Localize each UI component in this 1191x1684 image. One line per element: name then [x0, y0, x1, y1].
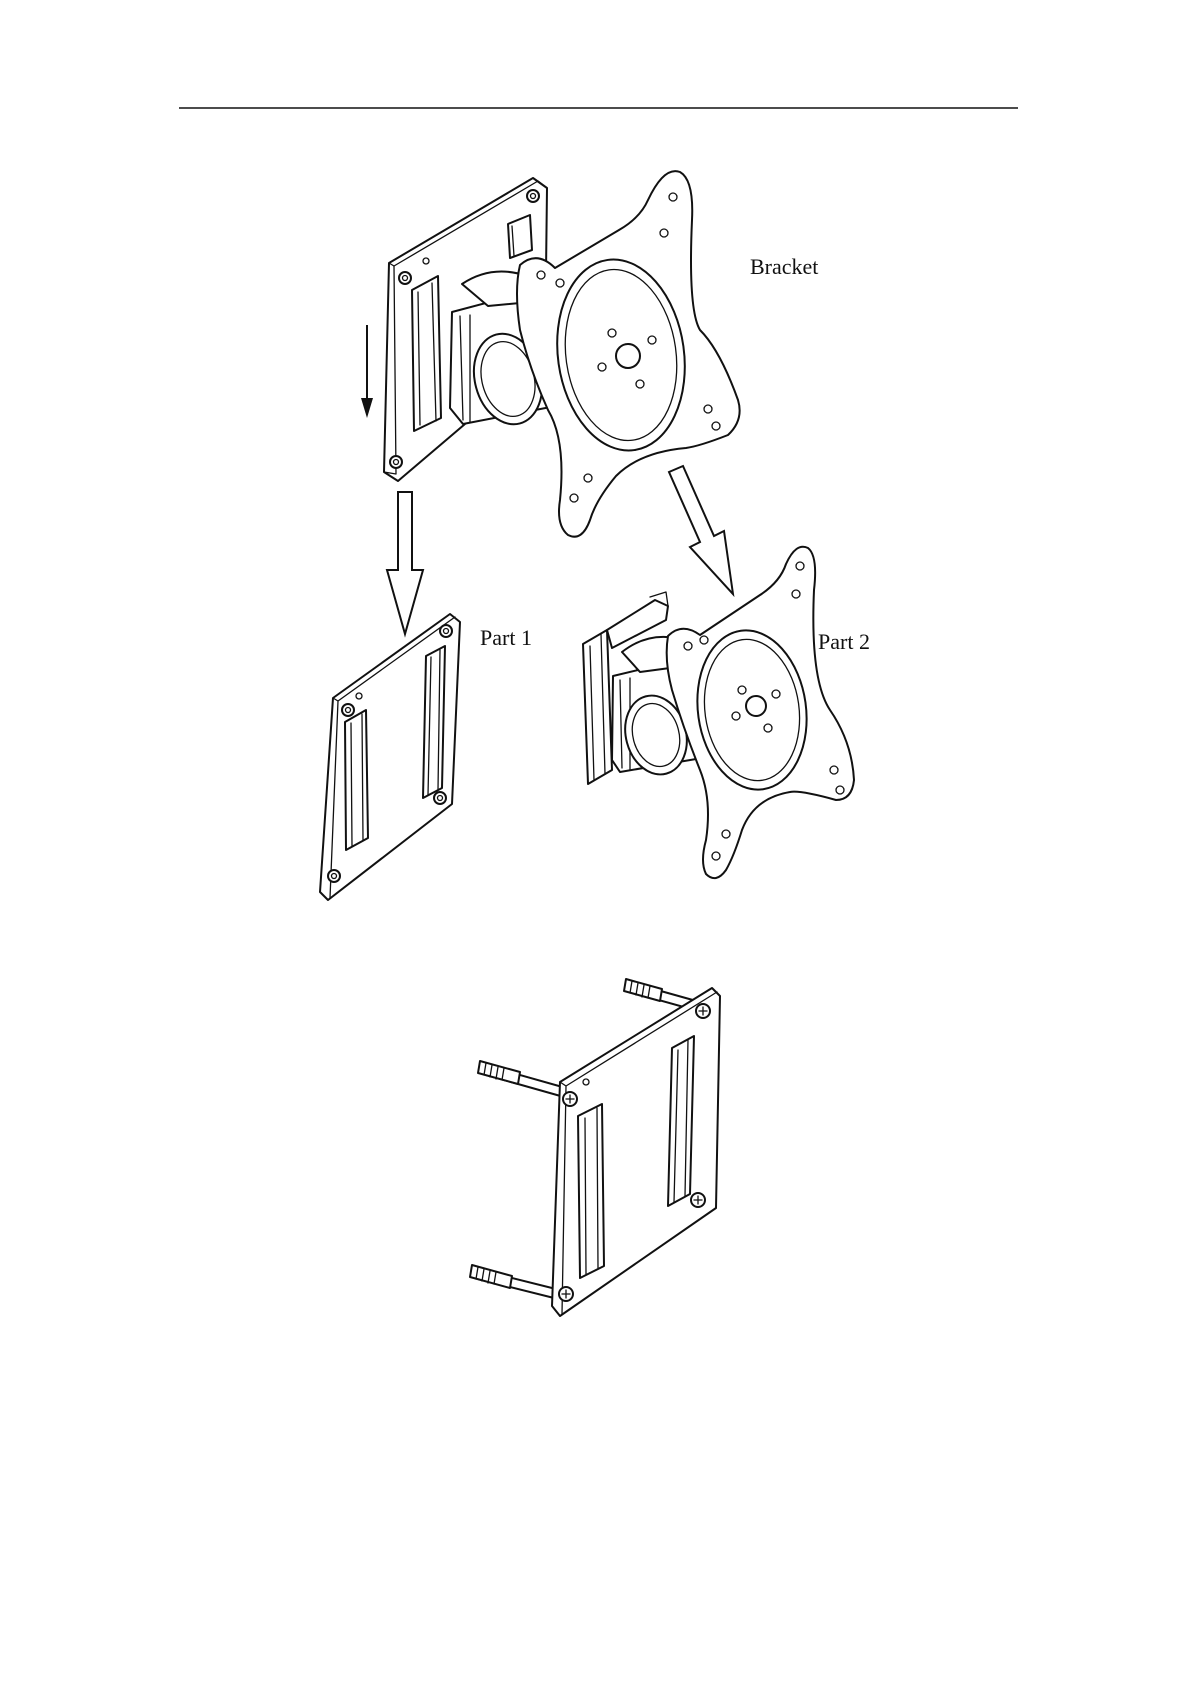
part2-swivel-arm-figure [583, 547, 854, 878]
part1-wall-plate-figure [320, 614, 460, 900]
arrow-to-part2-icon [669, 466, 733, 594]
part1-label: Part 1 [480, 625, 532, 651]
wall-anchor-bottom-left-icon [470, 1265, 560, 1299]
wall-plate-with-anchors-figure [470, 979, 720, 1316]
bracket-label: Bracket [750, 254, 818, 280]
arrow-to-part1-icon [387, 492, 423, 634]
part2-label: Part 2 [818, 629, 870, 655]
wall-anchor-top-left-icon [478, 1061, 566, 1097]
